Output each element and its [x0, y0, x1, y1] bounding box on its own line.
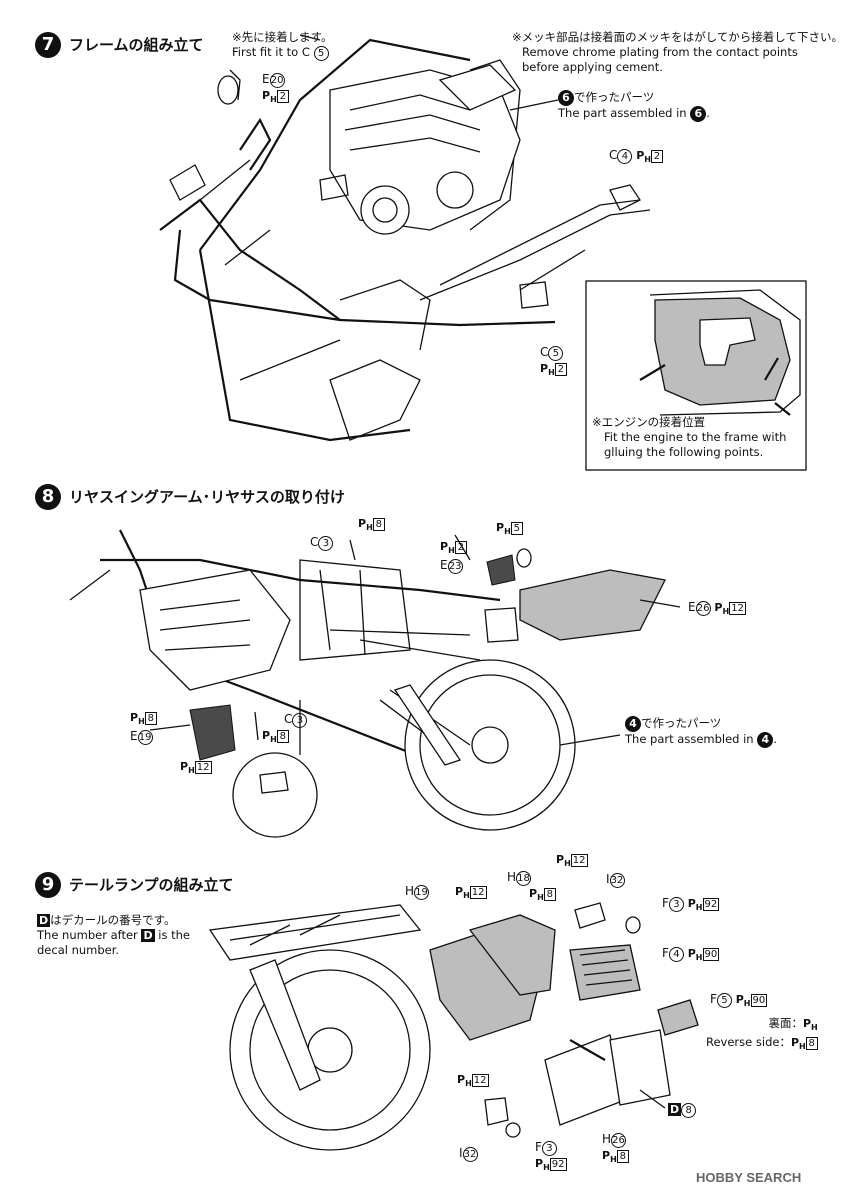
chrome-plating-note: ※メッキ部品は接着面のメッキをはがしてから接着して下さい。 Remove chr…	[512, 30, 843, 75]
chrome-note-en2: before applying cement.	[522, 60, 663, 74]
part-label-h19: H19	[405, 884, 430, 900]
step7-fit-note-en: First fit it to C	[232, 45, 310, 59]
part-label-i32-top: I32	[606, 872, 625, 888]
watermark-logo: HOBBY SEARCH	[696, 1170, 802, 1185]
step9-drawing	[208, 902, 699, 1151]
engine-fit-inset	[585, 280, 807, 471]
step9-number: 9	[35, 872, 61, 898]
step9-header: 9 テールランプの組み立て	[35, 872, 234, 898]
step9-title: テールランプの組み立て	[69, 876, 234, 894]
step8-number: 8	[35, 484, 61, 510]
chrome-note-jp: ※メッキ部品は接着面のメッキをはがしてから接着して下さい。	[512, 30, 843, 44]
chrome-note-en1: Remove chrome plating from the contact p…	[522, 45, 798, 59]
engine-fit-inset-caption: ※エンジンの接着位置 Fit the engine to the frame w…	[592, 415, 787, 459]
step7-fit-note: ※先に接着します。 First fit it to C 5	[232, 30, 333, 61]
step8-header: 8 リヤスイングアーム･リヤサスの取り付け	[35, 484, 345, 510]
step7-fit-note-part: 5	[313, 46, 329, 61]
step7-number: 7	[35, 32, 61, 58]
step7-title: フレームの組み立て	[69, 36, 204, 54]
step8-title: リヤスイングアーム･リヤサスの取り付け	[69, 488, 345, 506]
step7-fit-note-jp: ※先に接着します。	[232, 30, 333, 44]
step7-frame-drawing	[159, 38, 651, 442]
leader-lines	[149, 34, 681, 746]
step7-header: 7 フレームの組み立て	[35, 32, 204, 58]
step8-drawing	[69, 529, 666, 838]
part-label-i32-bottom: I32	[459, 1146, 478, 1162]
